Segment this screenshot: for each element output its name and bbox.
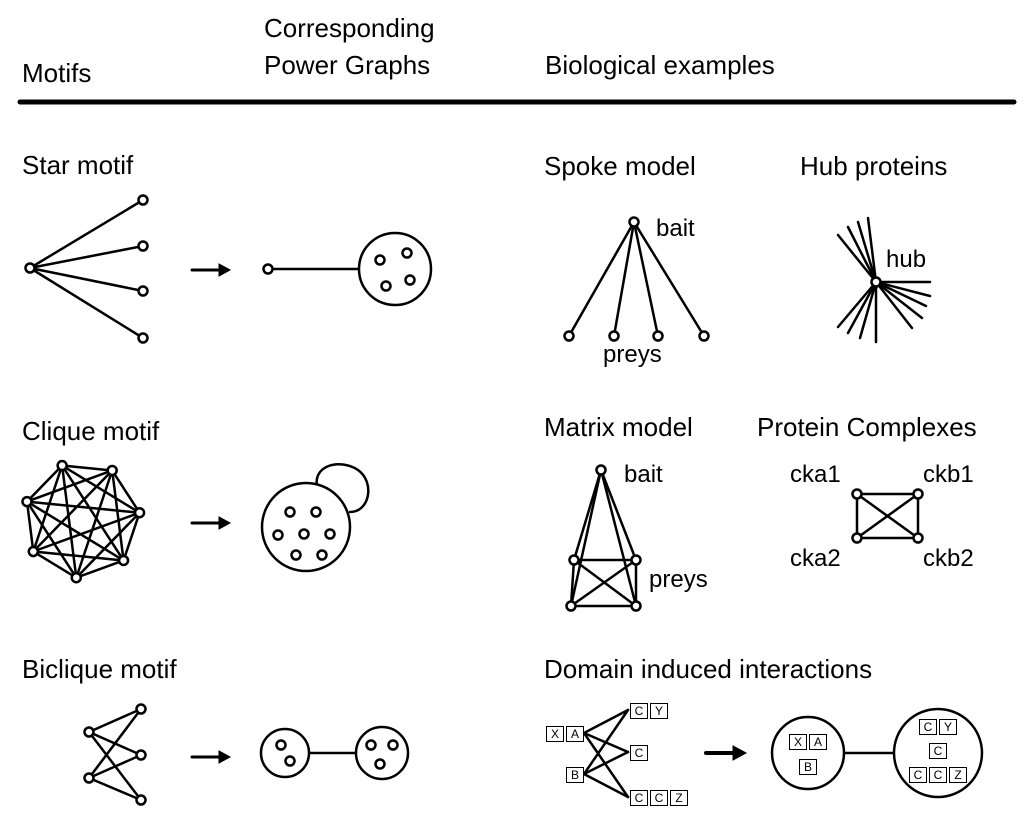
protein-complex-graph — [851, 488, 924, 544]
domain-box-c-bot1: C — [630, 790, 648, 806]
header-biological-examples: Biological examples — [545, 50, 775, 80]
clique-node — [21, 495, 33, 508]
header-power-graphs-line1: Corresponding — [264, 13, 435, 43]
group-box-c-top: C — [919, 719, 937, 735]
star-power-graph — [262, 231, 433, 307]
group-box-b: B — [799, 759, 817, 775]
biclique-motif-graph — [83, 703, 147, 806]
clique-node — [56, 459, 68, 472]
clique-edge — [25, 464, 64, 503]
clique-edge — [75, 559, 125, 579]
complex-node-ckb1: ckb1 — [923, 461, 974, 488]
complex-node-cka2: cka2 — [790, 545, 841, 572]
hub-proteins-title: Hub proteins — [800, 151, 948, 181]
hub-proteins-graph — [836, 216, 932, 344]
biclique-power-graph — [259, 725, 410, 781]
clique-edge — [60, 464, 114, 472]
protein-complexes-title: Protein Complexes — [757, 412, 977, 442]
spoke-model-title: Spoke model — [544, 151, 696, 181]
clique-edge — [25, 500, 78, 579]
domain-box-y: Y — [650, 703, 668, 719]
clique-power-graph — [260, 463, 370, 573]
matrix-model-title: Matrix model — [544, 412, 693, 442]
domain-box-a: A — [566, 726, 584, 742]
star-motif-title: Star motif — [22, 150, 134, 180]
clique-edge — [110, 469, 141, 514]
group-box-a: A — [809, 734, 827, 750]
domain-box-z: Z — [670, 790, 688, 806]
matrix-model-graph — [565, 464, 642, 612]
clique-edge — [32, 550, 125, 562]
clique-node — [70, 571, 83, 584]
biclique-motif-title: Biclique motif — [22, 654, 177, 684]
clique-edge — [25, 500, 125, 562]
domain-box-c-top: C — [630, 703, 648, 719]
matrix-bait-label: bait — [624, 461, 663, 488]
clique-edge — [25, 500, 141, 514]
complex-node-ckb2: ckb2 — [923, 545, 974, 572]
domain-interactions-title: Domain induced interactions — [544, 654, 873, 684]
group-box-y: Y — [939, 719, 957, 735]
clique-edge — [75, 469, 114, 579]
group-box-c-mid: C — [929, 743, 947, 759]
group-box-x: X — [789, 734, 807, 750]
clique-edge — [32, 469, 114, 553]
domain-box-c-mid: C — [630, 745, 648, 761]
domain-arrow-icon — [704, 745, 748, 761]
group-box-c-bot2: C — [929, 767, 947, 783]
clique-edge — [60, 464, 78, 579]
clique-node — [117, 554, 130, 567]
domain-box-b: B — [566, 767, 584, 783]
clique-edge — [75, 511, 141, 579]
clique-motif-title: Clique motif — [22, 416, 160, 446]
clique-motif-graph — [21, 459, 146, 584]
domain-box-c-bot2: C — [650, 790, 668, 806]
spoke-bait-label: bait — [656, 215, 695, 242]
clique-edge — [32, 511, 141, 553]
clique-node — [106, 464, 118, 477]
clique-edge — [60, 464, 141, 514]
clique-edge — [25, 469, 114, 503]
group-box-c-bot1: C — [909, 767, 927, 783]
spoke-model-graph — [563, 216, 710, 342]
hub-label: hub — [886, 246, 927, 273]
spoke-preys-label: preys — [603, 341, 662, 368]
biclique-arrow-icon — [190, 750, 232, 764]
clique-edge — [110, 469, 125, 562]
clique-edge — [32, 464, 64, 553]
matrix-preys-label: preys — [649, 566, 708, 593]
star-arrow-icon — [190, 263, 232, 277]
clique-edge — [122, 511, 141, 562]
domain-interactions-graph — [582, 708, 630, 799]
clique-edge — [60, 464, 125, 562]
header-power-graphs-line2: Power Graphs — [264, 50, 431, 80]
complex-node-cka1: cka1 — [790, 461, 841, 488]
clique-edge — [32, 550, 78, 579]
group-box-z: Z — [949, 767, 967, 783]
clique-node — [27, 545, 40, 558]
star-motif-graph — [24, 194, 149, 344]
domain-box-x: X — [546, 726, 564, 742]
clique-node — [133, 506, 146, 519]
clique-edge — [25, 500, 35, 553]
header-motifs: Motifs — [22, 58, 92, 88]
clique-arrow-icon — [190, 516, 232, 530]
